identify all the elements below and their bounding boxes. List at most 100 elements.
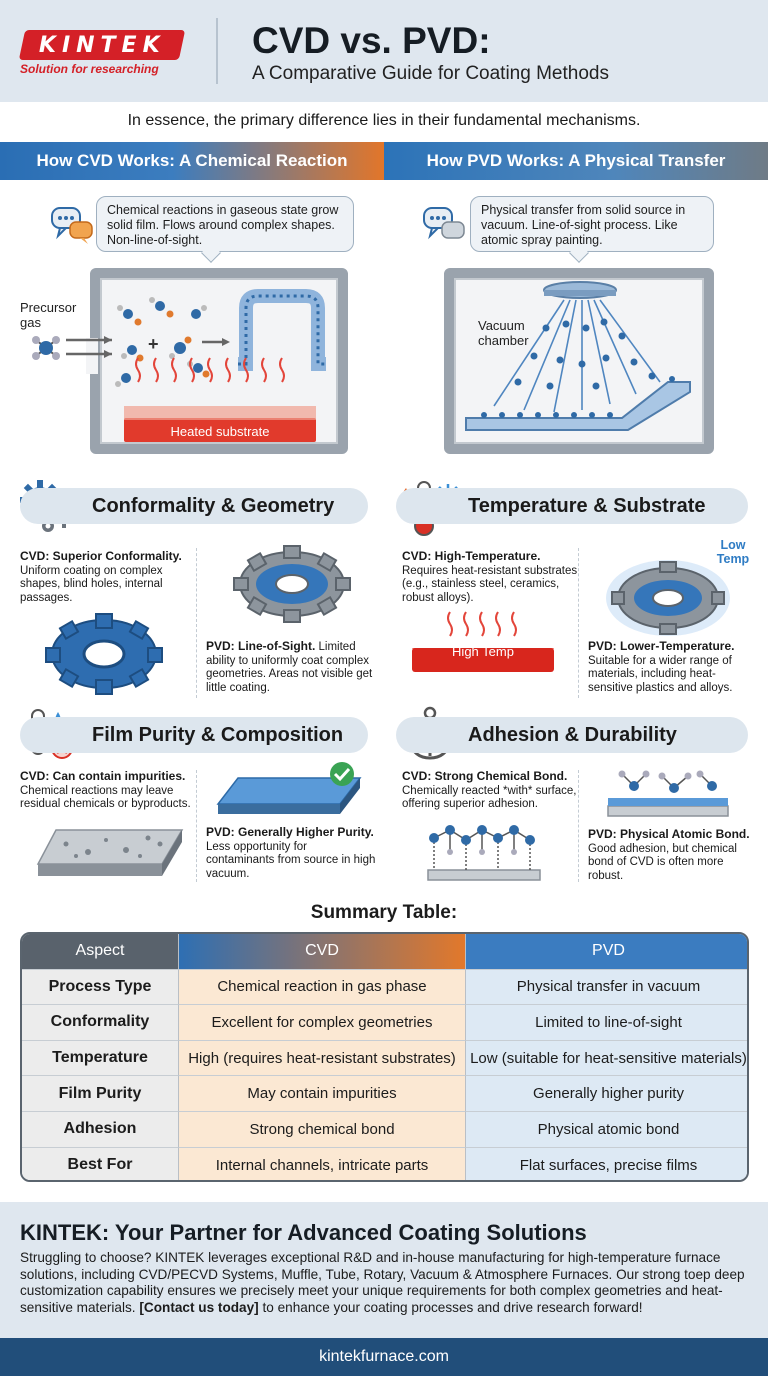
kintek-logo[interactable]: KINTEK [18, 30, 186, 60]
summary-table-title: Summary Table: [310, 902, 458, 923]
pvd-cell: Flat surfaces, precise films [466, 1147, 747, 1180]
aspect-cell: Best For [22, 1147, 179, 1180]
pvd-adhesion-text: PVD: Physical Atomic Bond. Good adhesion… [588, 827, 758, 883]
aspect-cell: Process Type [22, 969, 179, 1006]
svg-text:+: + [148, 334, 159, 354]
aspect-cell: Adhesion [22, 1112, 179, 1148]
pvd-purity-head: PVD: Generally Higher Purity. [206, 825, 374, 839]
pvd-explanation-bubble: Physical transfer from solid source in v… [470, 196, 714, 252]
cvd-purity-head: CVD: Can contain impurities. [20, 769, 186, 783]
cvd-adhesion-text: CVD: Strong Chemical Bond. Chemically re… [402, 769, 578, 812]
page-title: CVD vs. PVD: [252, 20, 491, 61]
cta-panel [0, 1202, 768, 1338]
physical-bond-illustration [607, 770, 729, 817]
pvd-purity-desc: Less opportunity for contaminants from s… [206, 840, 376, 880]
column-divider [196, 548, 197, 698]
gray-gear-illustration [606, 560, 730, 636]
cvd-conformality-text: CVD: Superior Conformality. Uniform coat… [20, 549, 192, 605]
header-cvd: CVD [179, 934, 466, 970]
table-row: Temperature High (requires heat-resistan… [22, 1040, 747, 1077]
pvd-cell: Generally higher purity [466, 1076, 747, 1112]
chat-icon [51, 207, 93, 244]
high-temp-plate-illustration [412, 611, 554, 672]
adhesion-heading: Adhesion & Durability [396, 717, 748, 753]
cvd-adhesion-head: CVD: Strong Chemical Bond. [402, 769, 568, 783]
table-row: Film Purity May contain impurities Gener… [22, 1076, 747, 1112]
table-row: Best For Internal channels, intricate pa… [22, 1147, 747, 1180]
logo-text: KINTEK [38, 32, 166, 58]
aspect-cell: Film Purity [22, 1076, 179, 1112]
header-divider [216, 18, 218, 84]
footer-bar: kintekfurnace.com [0, 1338, 768, 1376]
column-divider [578, 770, 579, 882]
pvd-temperature-text: PVD: Lower-Temperature. Suitable for a w… [588, 639, 760, 695]
pvd-process-illustration [465, 281, 691, 431]
column-divider [196, 770, 197, 882]
cvd-cell: Internal channels, intricate parts [179, 1147, 466, 1180]
cta-body-text: Struggling to choose? KINTEK leverages e… [20, 1250, 745, 1315]
gas-inlet-opening [86, 338, 98, 374]
table-row: Process Type Chemical reaction in gas ph… [22, 969, 747, 1006]
pvd-temperature-head: PVD: Lower-Temperature. [588, 639, 735, 653]
cta-body: Struggling to choose? KINTEK leverages e… [20, 1250, 750, 1316]
pvd-heading-band: How PVD Works: A Physical Transfer [384, 142, 768, 180]
pvd-cell: Physical transfer in vacuum [466, 969, 747, 1006]
footer-url-link[interactable]: kintekfurnace.com [319, 1348, 449, 1365]
cvd-heading-band: How CVD Works: A Chemical Reaction [0, 142, 384, 180]
contact-us-link[interactable]: [Contact us today] [139, 1299, 259, 1315]
aspect-cell: Conformality [22, 1005, 179, 1041]
cvd-temperature-desc: Requires heat-resistant substrates (e.g.… [402, 564, 578, 604]
cvd-conformality-head: CVD: Superior Conformality. [20, 549, 182, 563]
impure-film-illustration [36, 829, 184, 876]
cvd-cell: Excellent for complex geometries [179, 1005, 466, 1041]
column-divider [578, 548, 579, 698]
cvd-conformality-desc: Uniform coating on complex shapes, blind… [20, 564, 163, 604]
pvd-adhesion-desc: Good adhesion, but chemical bond of CVD … [588, 842, 737, 882]
pvd-conformality-desc: Limited ability to uniformly coat comple… [206, 641, 373, 694]
table-header-row: Aspect CVD PVD [22, 934, 747, 970]
pvd-conformality-text: PVD: Line-of-Sight. Limited ability to u… [206, 639, 374, 695]
cvd-cell: Chemical reaction in gas phase [179, 969, 466, 1006]
cvd-cell: May contain impurities [179, 1076, 466, 1112]
logo-tagline: Solution for researching [20, 62, 159, 76]
cta-body-text-end: to enhance your coating processes and dr… [258, 1299, 643, 1315]
summary-table: Aspect CVD PVD Process Type Chemical rea… [20, 932, 749, 1182]
cvd-purity-text: CVD: Can contain impurities. Chemical re… [20, 769, 196, 812]
blue-gear-illustration [45, 613, 163, 695]
header-aspect: Aspect [22, 934, 179, 970]
purity-heading: Film Purity & Composition [20, 717, 368, 753]
pvd-adhesion-head: PVD: Physical Atomic Bond. [588, 827, 750, 841]
table-row: Adhesion Strong chemical bond Physical a… [22, 1112, 747, 1148]
page-subtitle: A Comparative Guide for Coating Methods [252, 63, 609, 84]
pvd-temperature-desc: Suitable for a wider range of materials,… [588, 654, 733, 694]
low-temp-label: Low Temp [716, 538, 750, 566]
heated-substrate-label: Heated substrate [170, 424, 270, 439]
table-row: Conformality Excellent for complex geome… [22, 1005, 747, 1041]
header-pvd: PVD [466, 934, 747, 970]
cvd-cell: High (requires heat-resistant substrates… [179, 1040, 466, 1077]
intro-text: In essence, the primary difference lies … [127, 112, 641, 129]
cvd-explanation-bubble: Chemical reactions in gaseous state grow… [96, 196, 354, 252]
gray-gear-illustration [233, 545, 351, 623]
pvd-purity-text: PVD: Generally Higher Purity. Less oppor… [206, 825, 376, 881]
aspect-cell: Temperature [22, 1040, 179, 1077]
cvd-process-illustration: + [32, 289, 326, 442]
precursor-gas-label: Precursor gas [20, 300, 77, 330]
chat-icon [423, 207, 465, 240]
chemical-bond-illustration [427, 825, 541, 881]
cvd-cell: Strong chemical bond [179, 1112, 466, 1148]
vacuum-chamber-label: Vacuum chamber [478, 318, 529, 348]
cvd-purity-desc: Chemical reactions may leave residual ch… [20, 784, 191, 811]
high-temp-label: High Temp [452, 644, 514, 659]
cvd-temperature-text: CVD: High-Temperature. Requires heat-res… [402, 549, 578, 605]
pvd-cell: Limited to line-of-sight [466, 1005, 747, 1041]
pure-film-illustration [216, 762, 362, 814]
cta-title: KINTEK: Your Partner for Advanced Coatin… [20, 1220, 587, 1245]
conformality-heading: Conformality & Geometry [20, 488, 368, 524]
temperature-heading: Temperature & Substrate [396, 488, 748, 524]
pvd-conformality-head: PVD: Line-of-Sight. [206, 639, 316, 653]
cvd-adhesion-desc: Chemically reacted *with* surface, offer… [402, 784, 577, 811]
cvd-temperature-head: CVD: High-Temperature. [402, 549, 541, 563]
pvd-cell: Low (suitable for heat-sensitive materia… [466, 1040, 747, 1077]
pvd-cell: Physical atomic bond [466, 1112, 747, 1148]
